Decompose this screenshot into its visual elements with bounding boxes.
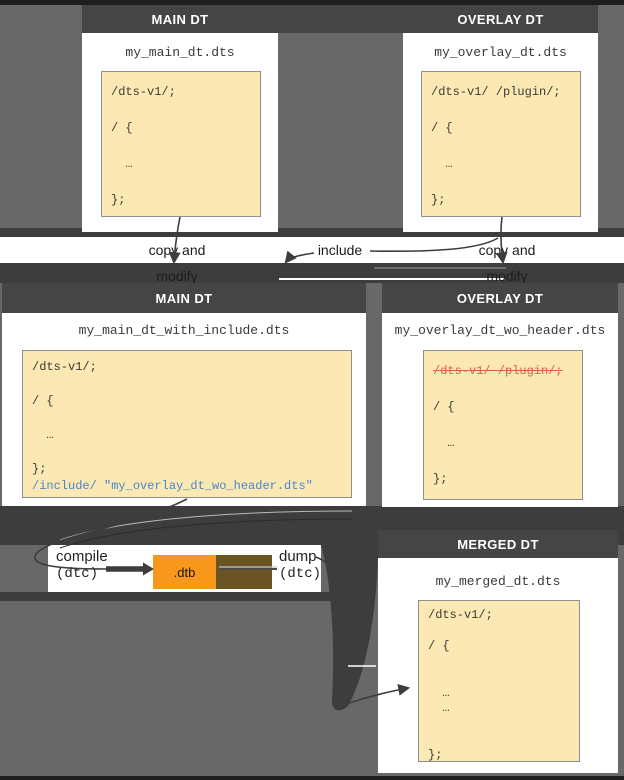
mid-main-filename: my_main_dt_with_include.dts xyxy=(78,323,290,338)
dump-tool-label: (dtc) xyxy=(279,566,322,582)
code-line: … xyxy=(431,157,453,171)
bottom-edge-strip xyxy=(0,776,624,780)
code-line: }; xyxy=(428,747,443,762)
mid-overlay-dt-header: OVERLAY DT xyxy=(382,283,618,313)
code-line xyxy=(32,410,342,427)
code-line xyxy=(111,101,251,119)
copy-and-modify-right-label: copy and modify xyxy=(478,242,536,284)
code-line xyxy=(428,670,570,686)
compile-label-group: compile (dtc) xyxy=(56,548,108,583)
compile-tool-label: (dtc) xyxy=(56,566,99,582)
mid-main-dt-header: MAIN DT xyxy=(2,283,366,313)
code-line: … xyxy=(32,428,54,442)
merged-dt-box: my_merged_dt.dts /dts-v1/; / { … …}; xyxy=(378,558,618,773)
code-line xyxy=(431,173,571,191)
top-main-code-block: /dts-v1/; / { …}; xyxy=(101,71,261,217)
top-overlay-filename: my_overlay_dt.dts xyxy=(434,45,567,60)
pipeline-shadow-strip xyxy=(0,592,333,601)
code-line: /dts-v1/; xyxy=(111,85,176,99)
top-overlay-code-block: /dts-v1/ /plugin/; / { …}; xyxy=(421,71,581,217)
code-line: }; xyxy=(431,193,446,207)
merged-dt-header: MERGED DT xyxy=(378,530,618,558)
code-line: / { xyxy=(32,394,54,408)
merged-filename: my_merged_dt.dts xyxy=(435,574,561,589)
top-main-dt-box: my_main_dt.dts /dts-v1/; / { …}; xyxy=(82,33,278,232)
top-main-dt-header: MAIN DT xyxy=(151,11,209,27)
code-line xyxy=(32,376,342,393)
code-line xyxy=(433,452,573,470)
code-line xyxy=(431,137,571,155)
code-line: /dts-v1/ /plugin/; xyxy=(431,85,561,99)
code-line: … xyxy=(433,436,455,450)
code-line: … xyxy=(111,157,133,171)
compile-label: compile xyxy=(56,548,108,565)
dump-label-group: dump (dtc) xyxy=(279,548,321,583)
code-line xyxy=(111,137,251,155)
code-line xyxy=(433,380,573,398)
curve-swoosh-shape xyxy=(321,545,378,711)
code-line: / { xyxy=(433,400,455,414)
copy-and-modify-left-label: copy and modify xyxy=(148,242,206,284)
top-header-bar: MAIN DT OVERLAY DT xyxy=(82,5,598,33)
mid-main-dt-box: my_main_dt_with_include.dts /dts-v1/; / {… xyxy=(2,313,366,506)
code-line xyxy=(431,101,571,119)
mid-overlay-dt-box: my_overlay_dt_wo_header.dts /dts-v1/ /pl… xyxy=(382,313,618,507)
code-line xyxy=(433,416,573,434)
code-line xyxy=(428,624,570,640)
merged-code-block: /dts-v1/; / { … …}; xyxy=(418,600,580,762)
include-label: include xyxy=(317,242,363,258)
top-edge-strip xyxy=(0,0,624,5)
code-line: }; xyxy=(32,462,47,476)
code-line: /dts-v1/ /plugin/; xyxy=(433,364,563,378)
code-line xyxy=(428,732,570,748)
code-line: }; xyxy=(433,472,448,486)
dtb-shadow-block xyxy=(216,555,272,589)
code-line: / { xyxy=(111,121,133,135)
top-overlay-dt-box: my_overlay_dt.dts /dts-v1/ /plugin/; / { … xyxy=(403,33,598,232)
merged-dt-header-label: MERGED DT xyxy=(457,536,539,552)
mid-main-dt-header-label: MAIN DT xyxy=(155,290,213,306)
code-line xyxy=(428,717,570,733)
top-overlay-dt-header: OVERLAY DT xyxy=(457,11,544,27)
mid-overlay-dt-header-label: OVERLAY DT xyxy=(456,290,544,306)
code-line: … xyxy=(428,685,450,700)
code-line xyxy=(428,655,570,671)
code-line: / { xyxy=(428,639,450,653)
code-line: /include/ "my_overlay_dt_wo_header.dts" xyxy=(32,479,313,493)
code-line xyxy=(32,444,342,461)
mid-main-code-block: /dts-v1/; / { …}; /include/ "my_overlay_dt… xyxy=(22,350,352,498)
dtb-file-box: .dtb xyxy=(153,555,216,589)
mid-overlay-filename: my_overlay_dt_wo_header.dts xyxy=(394,323,606,338)
dump-label: dump xyxy=(279,548,317,565)
code-line: /dts-v1/; xyxy=(428,608,493,622)
code-line: … xyxy=(428,701,450,715)
mid-overlay-code-block: /dts-v1/ /plugin/; / { …}; xyxy=(423,350,583,500)
code-line: }; xyxy=(111,193,126,207)
top-main-filename: my_main_dt.dts xyxy=(125,45,235,60)
code-line: /dts-v1/; xyxy=(32,360,97,374)
code-line: / { xyxy=(431,121,453,135)
code-line xyxy=(111,173,251,191)
divider-band-upper xyxy=(0,228,624,237)
